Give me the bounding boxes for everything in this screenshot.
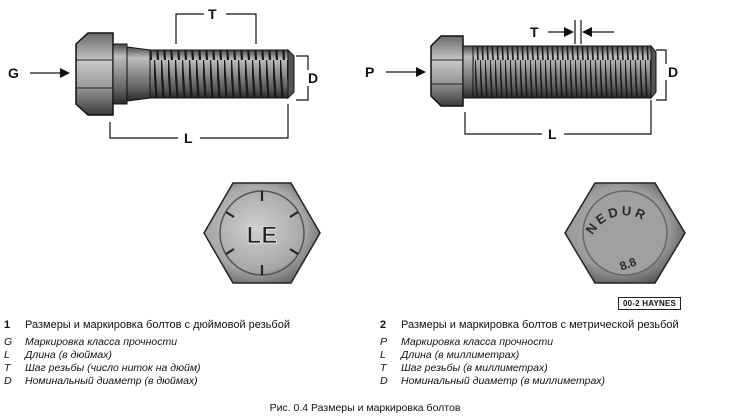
l-label-metric: L [548,126,557,142]
legend-key: D [4,375,12,387]
inch-legend-title-row: 1 Размеры и маркировка болтов с дюймовой … [4,319,290,332]
legend-text: Маркировка класса прочности [25,336,178,348]
inch-legend: 1 Размеры и маркировка болтов с дюймовой … [4,319,290,388]
figure-caption: Рис. 0.4 Размеры и маркировка болтов [269,402,461,414]
legend-item: L Длина (в дюймах) [4,349,290,362]
legend-key: L [380,349,386,361]
legend-key: D [380,375,388,387]
metric-legend-title: Размеры и маркировка болтов с метрическо… [401,319,679,331]
inch-bolt [75,32,295,116]
l-label-inch: L [184,130,193,146]
legend-key: T [380,362,387,374]
legend-key: T [4,362,11,374]
legend-item: T Шаг резьбы (число ниток на дюйм) [4,362,290,375]
bolt-illustration: G T D L P T D L [8,6,686,284]
legend-text: Длина (в миллиметрах) [401,349,520,361]
t-label-metric: T [530,24,539,40]
legend-text: Шаг резьбы (число ниток на дюйм) [25,362,201,374]
haynes-badge: 00-2 HAYNES [618,297,682,310]
legend-item: L Длина (в миллиметрах) [380,349,679,362]
metric-bolt [430,35,657,107]
legend-text: Шаг резьбы (в миллиметрах) [401,362,548,374]
metric-bolt-head-end-view: NEDUR 8.8 [564,182,686,284]
inch-head-marking: LE [247,222,278,249]
metric-legend: 2 Размеры и маркировка болтов с метрическ… [380,319,679,388]
metric-legend-title-row: 2 Размеры и маркировка болтов с метрическ… [380,319,679,332]
legend-text: Номинальный диаметр (в миллиметрах) [401,375,606,387]
d-label-inch: D [308,70,318,86]
g-label: G [8,65,19,81]
legend-item: T Шаг резьбы (в миллиметрах) [380,362,679,375]
legend-text: Маркировка класса прочности [401,336,554,348]
inch-bolt-head-end-view: LE [203,182,321,284]
legend-item: P Маркировка класса прочности [380,336,679,349]
legend-text: Длина (в дюймах) [25,349,112,361]
legend-key: P [380,336,388,348]
legend-item: D Номинальный диаметр (в миллиметрах) [380,375,679,388]
metric-legend-number: 2 [380,319,387,331]
d-label-metric: D [668,64,678,80]
metric-head-class-mark: 8.8 [618,254,639,273]
legend-key: L [4,349,10,361]
inch-legend-title: Размеры и маркировка болтов с дюймовой р… [25,319,290,331]
p-label: P [365,64,374,80]
legend-item: G Маркировка класса прочности [4,336,290,349]
legend-item: D Номинальный диаметр (в дюймах) [4,375,290,388]
legend-text: Номинальный диаметр (в дюймах) [25,375,198,387]
t-label-inch: T [208,6,217,22]
legend-key: G [4,336,13,348]
inch-legend-number: 1 [4,319,11,331]
